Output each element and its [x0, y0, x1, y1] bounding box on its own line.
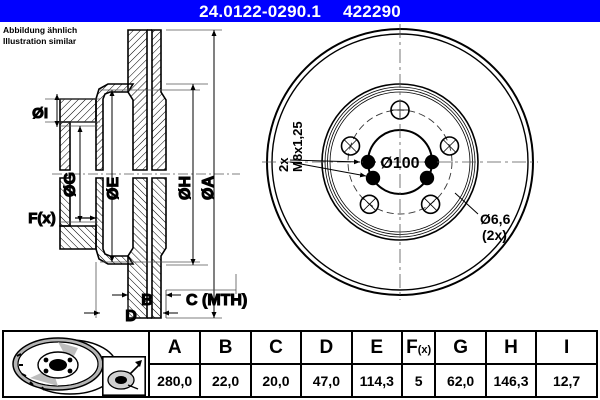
label-thread-qty: 2x: [276, 157, 291, 172]
label-force-fx: F(x): [28, 210, 56, 227]
label-center-bore: Ø100: [380, 155, 419, 172]
dim-dia-i: [45, 94, 100, 127]
lug-hole: [439, 136, 460, 156]
label-dia-g: ØG: [62, 172, 79, 197]
value-d: 47,0: [300, 363, 353, 396]
col-header-a: A: [150, 332, 202, 365]
label-dia-e: ØE: [105, 177, 122, 200]
caption-german: Abbildung ähnlich: [3, 25, 78, 35]
leader-thread: [289, 159, 367, 178]
label-dia-h: ØH: [177, 176, 194, 200]
spec-footer: A B C D E F(x) G H I 280,0 22,0 20,0 47,…: [2, 330, 598, 398]
icon-cell: [4, 332, 150, 396]
label-thread-group: 2x M8x1,25: [276, 121, 305, 172]
value-c: 20,0: [249, 363, 303, 396]
label-thread-spec: M8x1,25: [290, 121, 305, 172]
spec-table: A B C D E F(x) G H I 280,0 22,0 20,0 47,…: [150, 332, 596, 396]
illustration-caption: Abbildung ähnlich Illustration similar: [3, 25, 77, 47]
drawing-area: ØI ØG ØE ØH: [0, 22, 600, 328]
dim-c-mth: [166, 274, 237, 294]
label-dia-a: ØA: [200, 176, 217, 200]
col-header-e: E: [350, 332, 403, 365]
value-h: 146,3: [484, 363, 538, 396]
leader-small-hole: [454, 192, 479, 215]
caption-english: Illustration similar: [3, 36, 77, 47]
label-d: D: [125, 308, 137, 325]
face-view: [262, 24, 538, 300]
label-dia-i: ØI: [32, 105, 48, 122]
col-header-c: C: [249, 332, 303, 365]
hat-section-upper: [59, 83, 135, 171]
article-number: 422290: [342, 1, 401, 21]
brake-disc-icon: [12, 337, 118, 395]
dim-dia-a: [166, 29, 222, 319]
cross-section-view: ØI ØG ØE ØH: [28, 29, 248, 326]
value-e: 114,3: [350, 363, 403, 396]
lug-hole: [340, 136, 361, 156]
label-small-hole: Ø6,6: [480, 211, 511, 227]
value-i: 12,7: [535, 363, 596, 396]
small-hole-left: [365, 170, 381, 186]
col-header-h: H: [484, 332, 538, 365]
value-fx: 5: [400, 363, 437, 396]
value-a: 280,0: [150, 363, 202, 396]
header-banner: 24.0122-0290.1 422290: [0, 0, 600, 22]
dim-d: [84, 262, 178, 318]
lug-hole: [420, 194, 441, 215]
label-b: B: [141, 292, 153, 309]
hat-section-lower: [59, 177, 135, 265]
col-header-g: G: [434, 332, 487, 365]
dim-dia-h: [166, 83, 208, 266]
spec-table-header-row: A B C D E F(x) G H I: [150, 332, 596, 365]
label-small-hole-qty: (2x): [482, 227, 507, 243]
value-g: 62,0: [434, 363, 487, 396]
dim-dia-g: [60, 125, 98, 223]
friction-ring-upper: [127, 29, 167, 171]
col-header-d: D: [300, 332, 353, 365]
spec-table-value-row: 280,0 22,0 20,0 47,0 114,3 5 62,0 146,3 …: [150, 363, 596, 396]
col-header-i: I: [535, 332, 596, 365]
dim-dia-e: [100, 89, 200, 263]
lug-hole: [359, 194, 380, 215]
label-c-mth: C (MTH): [186, 292, 247, 309]
value-b: 22,0: [199, 363, 252, 396]
col-header-b: B: [199, 332, 252, 365]
col-header-fx: F(x): [400, 332, 437, 365]
part-number: 24.0122-0290.1: [199, 1, 321, 21]
small-hole-right: [419, 170, 435, 186]
caliper-measure-icon: [102, 356, 146, 396]
friction-ring-lower: [127, 177, 167, 319]
